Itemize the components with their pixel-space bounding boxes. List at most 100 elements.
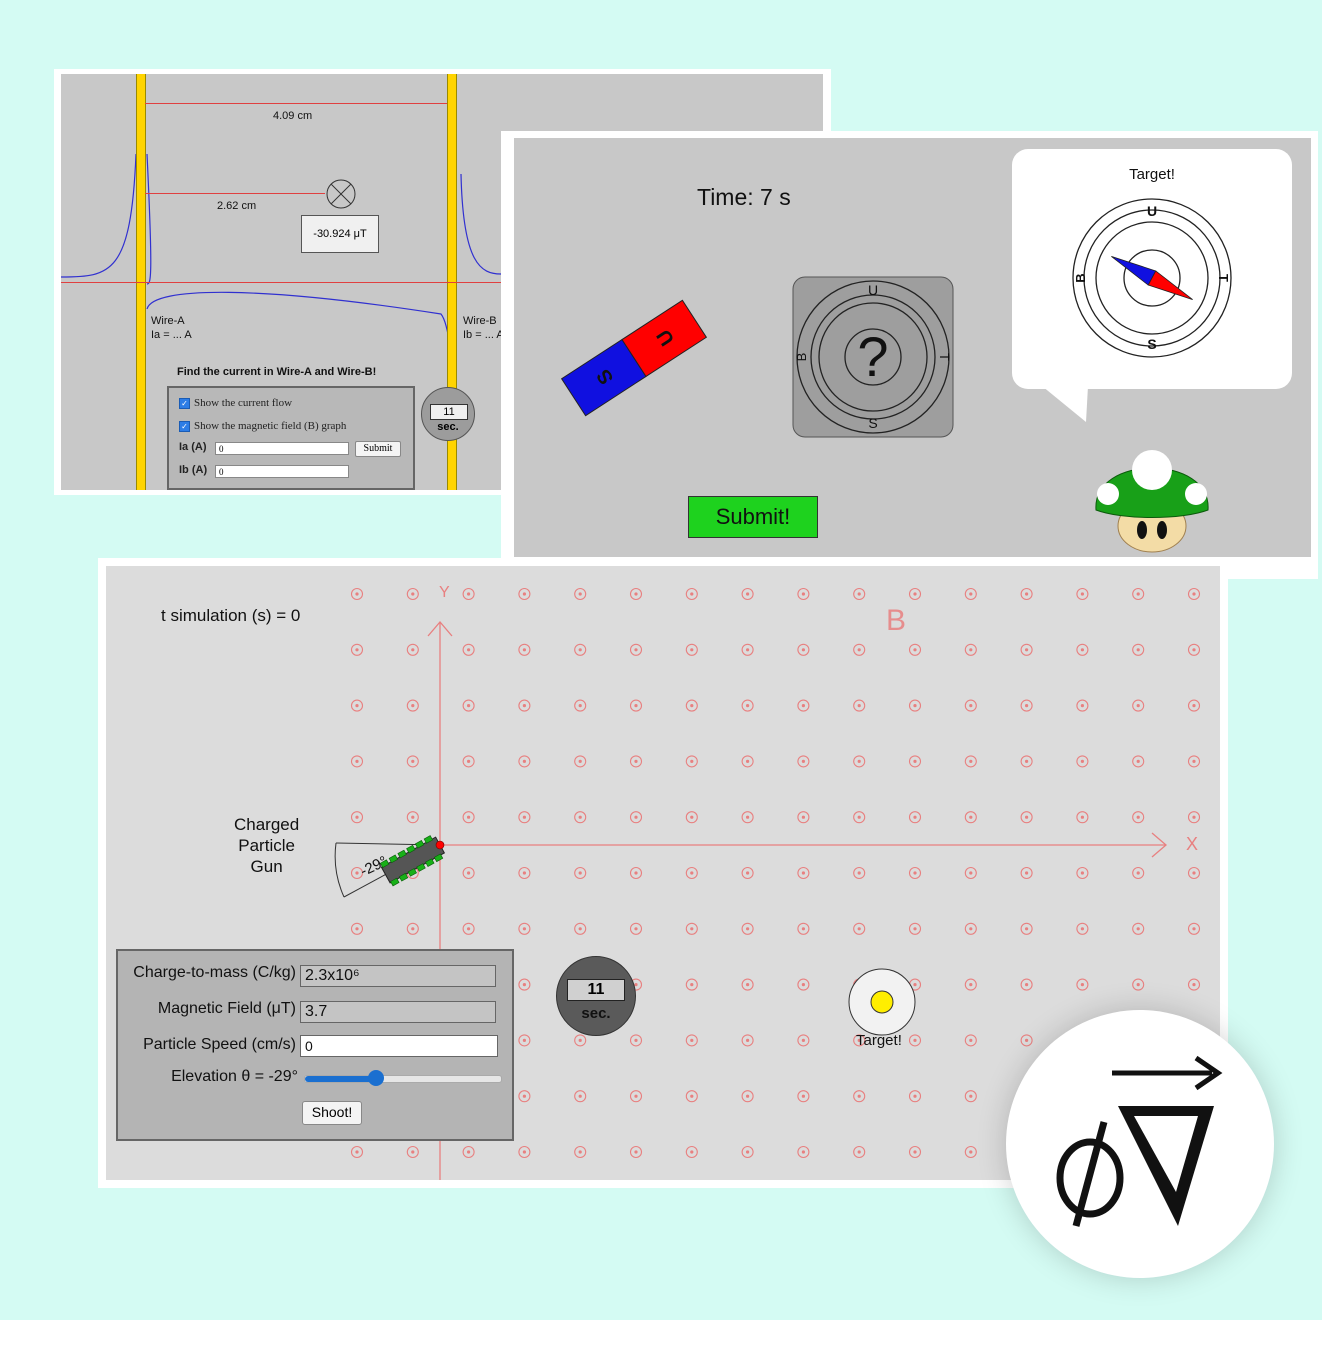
field-out-icon [685, 1090, 698, 1103]
field-out-icon [629, 811, 643, 824]
field-out-icon [350, 643, 364, 656]
field-out-icon [797, 1034, 810, 1047]
field-out-icon [741, 699, 754, 712]
field-out-icon [518, 978, 531, 991]
field-out-icon [574, 922, 587, 935]
field-out-icon [350, 811, 364, 824]
check-icon[interactable]: ✓ [179, 420, 190, 432]
particle-timer: 11 sec. [556, 956, 636, 1036]
field-out-icon [1187, 643, 1201, 656]
ia-input[interactable]: 0 [215, 442, 349, 455]
elevation-slider[interactable] [304, 1070, 502, 1086]
field-out-icon [574, 1034, 587, 1047]
compass-dir-t: T [937, 353, 952, 361]
field-out-icon [1076, 699, 1089, 712]
target-dir-s: S [1147, 336, 1156, 352]
logo [1006, 1010, 1274, 1278]
field-out-icon [853, 866, 866, 880]
field-out-icon [350, 587, 364, 601]
mag-value: 3.7 [300, 1001, 496, 1023]
target-bubble: Target! U S B T [1012, 149, 1292, 389]
field-out-icon [741, 922, 754, 935]
field-out-icon [1020, 1034, 1033, 1047]
target-compass: U S B T [1072, 198, 1232, 358]
field-out-icon [574, 699, 587, 712]
compass-dir-u: U [868, 282, 878, 298]
field-out-icon [964, 922, 977, 935]
field-out-icon [797, 866, 810, 880]
field-out-icon [908, 1145, 922, 1159]
check-icon[interactable]: ✓ [179, 397, 190, 409]
field-out-icon [1020, 643, 1033, 656]
field-out-icon [629, 1034, 643, 1047]
field-out-icon [797, 755, 810, 768]
field-out-icon [1187, 755, 1201, 768]
compass-dir-s: S [868, 415, 877, 431]
field-out-icon [1020, 866, 1033, 880]
field-out-icon [741, 1145, 754, 1159]
field-out-icon [1020, 811, 1033, 824]
elevation-slider-thumb[interactable] [367, 1070, 384, 1086]
compass-dir-b: B [794, 353, 809, 362]
distance-line-top [145, 103, 447, 104]
field-out-icon [574, 1145, 587, 1159]
wire-timer-value: 11 [430, 404, 468, 420]
field-out-icon [462, 643, 475, 656]
field-out-icon [741, 811, 754, 824]
field-out-icon [462, 587, 475, 601]
compass-panel: Time: 7 s S U U S B T ? Submit! Target! [501, 131, 1318, 579]
compass-canvas: Time: 7 s S U U S B T ? Submit! Target! [514, 138, 1311, 557]
field-out-icon [853, 643, 866, 656]
field-out-icon [685, 922, 698, 935]
field-out-icon [574, 1090, 587, 1103]
field-out-icon [853, 587, 866, 601]
show-current-row[interactable]: ✓Show the current flow [179, 397, 292, 409]
hidden-compass: U S B T ? [792, 276, 954, 438]
wire-submit-button[interactable]: Submit [355, 441, 401, 457]
field-out-icon [964, 811, 977, 824]
field-out-icon [741, 755, 754, 768]
mag-label: Magnetic Field (μT) [157, 1000, 296, 1017]
speed-input[interactable]: 0 [300, 1035, 498, 1057]
field-symbol: B [886, 604, 907, 637]
target-label: Target! [856, 1032, 902, 1049]
field-out-icon [964, 755, 977, 768]
field-out-icon [908, 1090, 922, 1103]
compass-needle-icon [1111, 256, 1193, 300]
field-dot-grid [350, 587, 1201, 1159]
wire-timer-unit: sec. [437, 421, 459, 433]
target-icon [848, 968, 916, 1036]
bar-magnet[interactable]: S U [554, 288, 714, 428]
field-out-icon [685, 699, 698, 712]
field-out-icon [964, 1034, 977, 1047]
field-out-icon [964, 866, 977, 880]
compass-submit-button[interactable]: Submit! [688, 496, 818, 538]
ctm-label: Charge-to-mass (C/kg) [133, 964, 296, 981]
field-out-icon [741, 1034, 754, 1047]
field-out-icon [1132, 811, 1145, 824]
show-field-row[interactable]: ✓Show the magnetic field (B) graph [179, 420, 346, 432]
target-dir-u: U [1147, 203, 1157, 219]
field-out-icon [518, 1090, 531, 1103]
field-out-icon [853, 811, 866, 824]
field-out-icon [462, 866, 475, 880]
field-out-icon [518, 922, 531, 935]
field-out-icon [741, 1090, 754, 1103]
field-out-icon [1132, 587, 1145, 601]
field-out-icon [685, 866, 698, 880]
particle-timer-value: 11 [567, 979, 625, 1001]
ia-label: Ia (A) [179, 441, 207, 453]
field-out-icon [406, 811, 419, 824]
distance-line-mid [145, 193, 325, 194]
field-out-icon [1020, 978, 1033, 991]
particle-gun[interactable] [326, 821, 456, 911]
ib-input[interactable]: 0 [215, 465, 349, 478]
field-out-icon [574, 643, 587, 656]
field-out-icon [350, 699, 364, 712]
target-dir-t: T [1216, 274, 1231, 282]
field-out-icon [629, 1145, 643, 1159]
shoot-button[interactable]: Shoot! [302, 1101, 362, 1125]
field-out-icon [1076, 922, 1089, 935]
question-mark: ? [857, 325, 888, 388]
field-out-icon [964, 587, 977, 601]
